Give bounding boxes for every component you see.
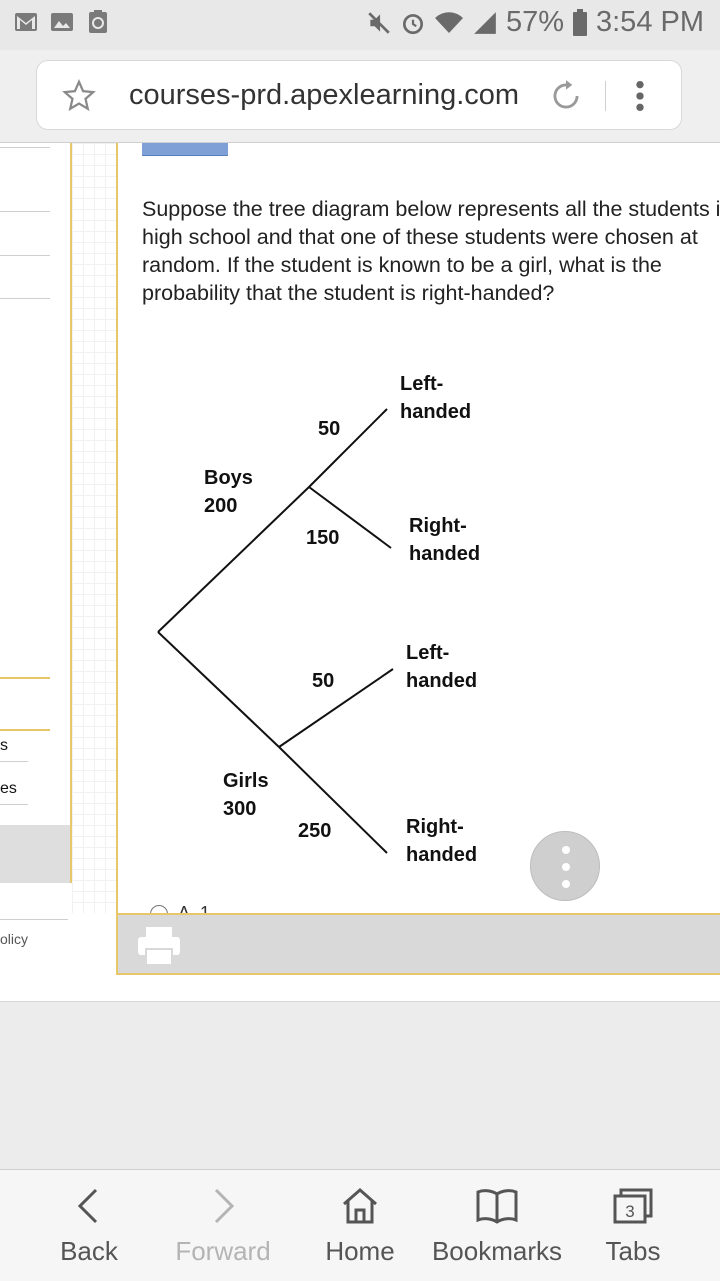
leaf-label: Left- bbox=[406, 642, 449, 664]
leaf-label: handed bbox=[406, 844, 477, 866]
leaf-label: handed bbox=[400, 401, 471, 423]
web-page: s es olicy Suppose the tree diagram belo… bbox=[0, 143, 720, 1001]
back-button[interactable]: Back bbox=[38, 1170, 140, 1281]
branch-boys-right bbox=[308, 486, 392, 549]
branch-girls-right bbox=[278, 746, 388, 854]
clock: 3:54 PM bbox=[596, 6, 704, 38]
print-bar bbox=[116, 913, 720, 975]
signal-icon bbox=[474, 11, 496, 34]
girls-count: 300 bbox=[223, 798, 256, 820]
gallery-icon bbox=[51, 13, 73, 31]
divider bbox=[0, 804, 28, 805]
browser-toolbar: courses-prd.apexlearning.com bbox=[0, 50, 720, 143]
question-panel: Suppose the tree diagram below represent… bbox=[116, 143, 720, 975]
branch-girls-left bbox=[278, 668, 394, 748]
boys-right-count: 150 bbox=[306, 527, 339, 549]
bottom-nav: Back Forward Home Bookmarks 3 Tabs bbox=[0, 1169, 720, 1281]
divider bbox=[0, 761, 28, 762]
boys-count: 200 bbox=[204, 495, 237, 517]
divider bbox=[0, 729, 50, 731]
mute-icon bbox=[368, 11, 390, 34]
tabs-count: 3 bbox=[625, 1202, 634, 1221]
policy-link[interactable]: olicy bbox=[0, 931, 29, 947]
home-button[interactable]: Home bbox=[312, 1170, 408, 1281]
battery-percent: 57% bbox=[505, 6, 564, 38]
more-actions-button[interactable] bbox=[530, 831, 600, 901]
girls-label: Girls bbox=[223, 770, 269, 792]
leaf-label: Right- bbox=[406, 816, 464, 838]
left-panel: s es bbox=[0, 143, 72, 883]
leaf-label: Right- bbox=[409, 515, 467, 537]
battery-icon bbox=[573, 8, 587, 36]
submit-button[interactable] bbox=[142, 143, 228, 156]
branch-boys-left bbox=[308, 408, 388, 488]
home-icon bbox=[343, 1188, 377, 1224]
tree-diagram: Boys 200 Girls 300 50 150 50 250 Left- h… bbox=[157, 373, 480, 866]
divider bbox=[0, 919, 68, 920]
question-text: Suppose the tree diagram below represent… bbox=[142, 197, 720, 305]
girls-left-count: 50 bbox=[312, 670, 334, 692]
left-footer-box bbox=[0, 825, 70, 883]
divider bbox=[0, 677, 50, 679]
home-label: Home bbox=[325, 1236, 395, 1266]
recycle-icon bbox=[89, 10, 107, 33]
url-bar[interactable]: courses-prd.apexlearning.com bbox=[36, 60, 682, 130]
more-vert-icon[interactable] bbox=[633, 79, 647, 113]
divider bbox=[0, 255, 50, 256]
leaf-label: Left- bbox=[400, 373, 443, 395]
branch-boys bbox=[157, 486, 310, 633]
url-text[interactable]: courses-prd.apexlearning.com bbox=[129, 79, 519, 111]
nav-stub-2[interactable]: es bbox=[0, 780, 17, 797]
forward-button[interactable]: Forward bbox=[168, 1170, 278, 1281]
boys-label: Boys bbox=[204, 467, 253, 489]
girls-right-count: 250 bbox=[298, 820, 331, 842]
star-icon[interactable] bbox=[61, 79, 97, 113]
tabs-button[interactable]: 3 Tabs bbox=[590, 1170, 676, 1281]
gmail-icon bbox=[15, 13, 37, 31]
forward-label: Forward bbox=[175, 1236, 271, 1266]
leaf-label: handed bbox=[409, 543, 480, 565]
divider bbox=[0, 147, 50, 148]
nav-stub-1[interactable]: s bbox=[0, 737, 8, 754]
bookmarks-icon bbox=[476, 1189, 518, 1224]
branch-girls bbox=[157, 631, 280, 748]
blank-area bbox=[0, 1001, 720, 1170]
alarm-icon bbox=[402, 13, 423, 34]
bookmarks-label: Bookmarks bbox=[431, 1236, 563, 1266]
divider bbox=[605, 81, 606, 111]
back-label: Back bbox=[60, 1236, 118, 1266]
wifi-icon bbox=[434, 11, 463, 33]
chevron-right-icon bbox=[214, 1188, 235, 1224]
boys-left-count: 50 bbox=[318, 418, 340, 440]
divider bbox=[0, 211, 50, 212]
chevron-left-icon bbox=[77, 1188, 98, 1224]
tabs-icon: 3 bbox=[613, 1188, 653, 1224]
grid-background bbox=[72, 143, 116, 913]
reload-icon[interactable] bbox=[547, 77, 585, 115]
bookmarks-button[interactable]: Bookmarks bbox=[426, 1170, 568, 1281]
printer-icon[interactable] bbox=[136, 925, 182, 967]
status-bar: 57% 3:54 PM bbox=[0, 0, 720, 50]
tabs-label: Tabs bbox=[605, 1236, 661, 1266]
divider bbox=[0, 298, 50, 299]
leaf-label: handed bbox=[406, 670, 477, 692]
